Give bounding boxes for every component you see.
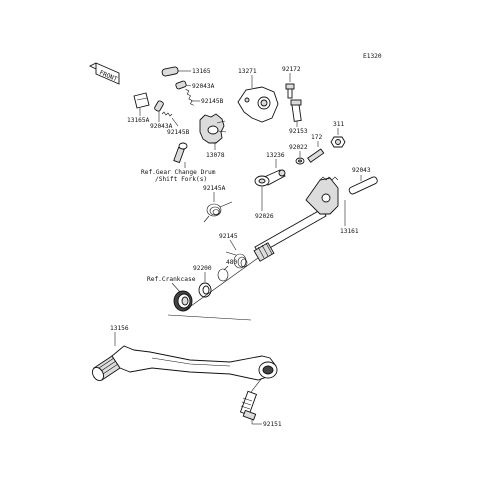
part-crankcase-oil-seal — [173, 290, 193, 312]
part-92151-bolt — [239, 390, 258, 421]
label-311: 311 — [333, 121, 344, 128]
part-92145B-spring — [185, 89, 194, 106]
part-13165-pin — [161, 66, 179, 77]
diagram-code: E1320 — [363, 53, 382, 60]
part-92153-bolt — [290, 99, 302, 122]
part-drum-bolt — [173, 142, 188, 164]
label-92043: 92043 — [352, 167, 371, 174]
label-13156: 13156 — [110, 325, 129, 332]
part-311-nut — [330, 136, 346, 148]
label-92151: 92151 — [263, 421, 282, 428]
ref-gear-change-drum-line2: /Shift Fork(s) — [155, 176, 207, 183]
label-92022: 92022 — [289, 144, 308, 151]
label-480: 480 — [226, 259, 237, 266]
label-92172: 92172 — [282, 66, 301, 73]
label-92043A-lower: 92043A — [150, 123, 173, 130]
label-92145B-top: 92145B — [201, 98, 224, 105]
label-13271: 13271 — [238, 68, 257, 75]
label-92153: 92153 — [289, 128, 308, 135]
part-92200-washer — [198, 282, 212, 298]
label-92145B-lower: 92145B — [167, 129, 190, 136]
part-13271-guide-plate — [237, 86, 279, 123]
part-13161-shift-shaft — [253, 176, 339, 262]
label-92145: 92145 — [219, 233, 238, 240]
part-92172-screw — [285, 83, 295, 99]
part-172-stud — [307, 148, 325, 163]
part-92145A-spring — [203, 201, 233, 223]
part-92043A-pin — [175, 80, 187, 90]
part-480-circlip — [217, 268, 229, 282]
label-92026: 92026 — [255, 213, 274, 220]
label-13165A: 13165A — [127, 117, 150, 124]
part-92022-washer — [295, 157, 305, 165]
part-92043-pin — [348, 176, 378, 195]
front-arrow-marker: FRONT — [88, 62, 120, 85]
label-92200: 92200 — [193, 265, 212, 272]
part-13165A-pawl — [133, 92, 150, 109]
ref-gear-change-drum-line1: Ref.Gear Change Drum — [141, 169, 216, 176]
label-13236: 13236 — [266, 152, 285, 159]
part-92043A-pin-lower — [154, 100, 164, 112]
part-13156-shift-pedal — [91, 345, 278, 382]
part-13078-shift-drum-pin-plate — [199, 113, 227, 144]
part-92026-collar — [254, 175, 270, 187]
label-92145A: 92145A — [203, 185, 226, 192]
part-92145-return-spring — [225, 251, 248, 269]
label-13078: 13078 — [206, 152, 225, 159]
label-13161: 13161 — [340, 228, 359, 235]
label-92043A-top: 92043A — [192, 83, 215, 90]
label-172: 172 — [311, 134, 322, 141]
label-13165: 13165 — [192, 68, 211, 75]
part-92145B-spring-lower — [161, 111, 173, 117]
ref-crankcase: Ref.Crankcase — [147, 276, 196, 283]
